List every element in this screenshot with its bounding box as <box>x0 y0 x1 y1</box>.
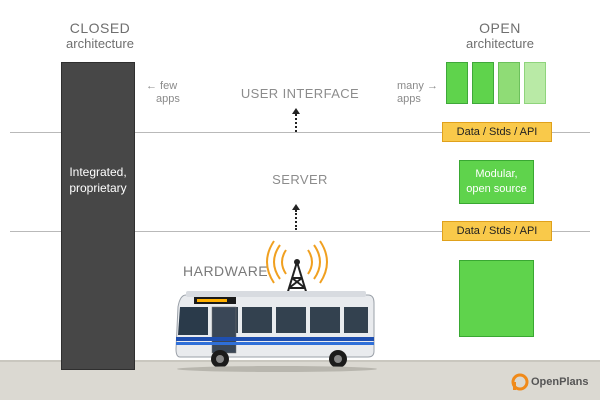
many-apps-note: many → apps <box>397 80 438 106</box>
antenna-tower-icon <box>266 240 328 299</box>
closed-heading: CLOSED architecture <box>52 20 148 52</box>
open-hardware-box <box>459 260 534 337</box>
open-subtitle: architecture <box>466 36 534 51</box>
open-server-box: Modular, open source <box>459 160 534 204</box>
open-heading: OPEN architecture <box>445 20 555 52</box>
closed-block-label: Integrated, proprietary <box>61 164 135 196</box>
few-apps-line2: apps <box>156 93 180 105</box>
arrow-up-to-ui-head <box>292 108 300 114</box>
many-apps-line1: many → <box>397 80 438 92</box>
road-edge <box>0 360 600 363</box>
closed-block-label-line2: proprietary <box>69 181 127 195</box>
api-bar-bottom: Data / Stds / API <box>442 221 552 241</box>
layer-user-interface: USER INTERFACE <box>240 86 360 101</box>
openplans-logo-icon <box>511 373 529 391</box>
closed-integrated-block <box>61 62 135 370</box>
layer-server: SERVER <box>272 172 328 187</box>
openplans-logo-text: OpenPlans <box>531 376 589 388</box>
open-app-box-4 <box>524 62 546 104</box>
open-app-box-1 <box>446 62 468 104</box>
divider-ui-server <box>10 132 590 133</box>
arrow-up-to-server <box>295 210 297 230</box>
open-server-line2: open source <box>466 183 527 195</box>
open-app-box-3 <box>498 62 520 104</box>
api-bar-top: Data / Stds / API <box>442 122 552 142</box>
closed-block-label-line1: Integrated, <box>69 165 127 179</box>
open-app-box-2 <box>472 62 494 104</box>
arrow-up-to-ui <box>295 114 297 132</box>
many-apps-line2: apps <box>397 93 421 105</box>
closed-subtitle: architecture <box>66 36 134 51</box>
closed-title: CLOSED <box>69 20 131 36</box>
open-server-line1: Modular, <box>475 168 518 180</box>
bus-image <box>175 291 377 372</box>
arrow-up-to-server-head <box>292 204 300 210</box>
few-apps-line1: ← few <box>146 80 178 92</box>
layer-hardware: HARDWARE <box>183 263 269 279</box>
divider-server-hardware <box>10 231 590 232</box>
open-title: OPEN <box>479 20 521 36</box>
few-apps-note: ← few apps <box>146 80 180 106</box>
